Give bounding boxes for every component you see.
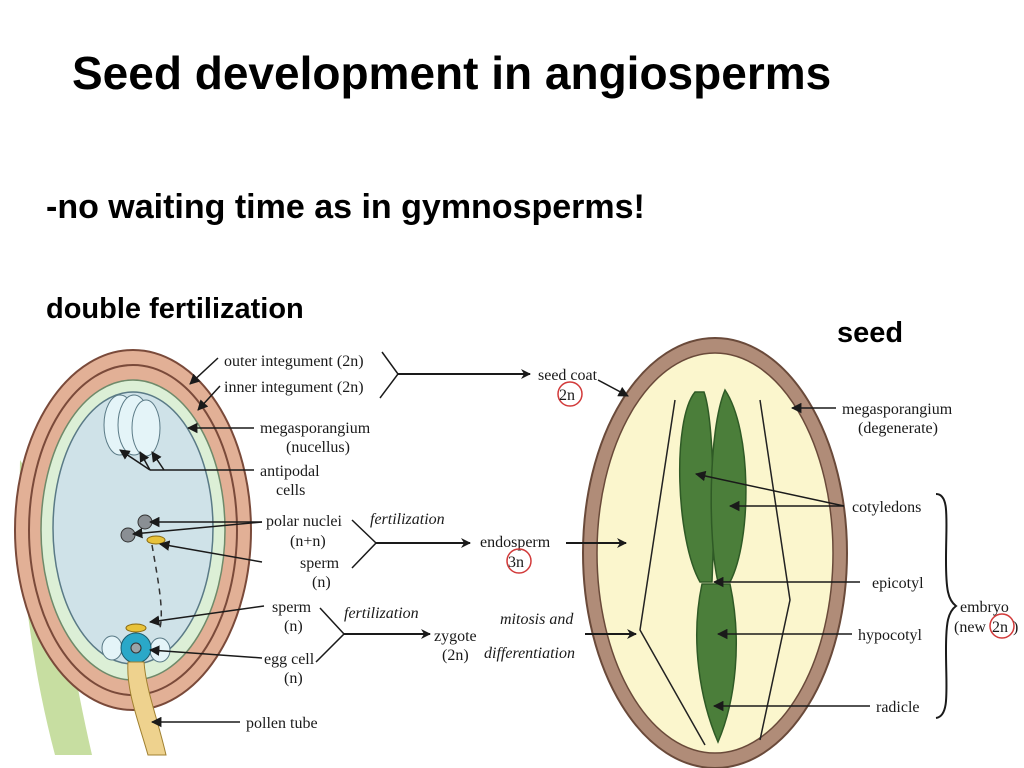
- label-seed-coat: seed coat: [538, 367, 598, 384]
- label-radicle: radicle: [876, 699, 920, 716]
- label-megasporangium: megasporangium: [260, 420, 371, 437]
- ploidy-circle-embryo: [989, 613, 1015, 639]
- label-sperm-b: sperm: [272, 599, 312, 616]
- label-embryo: embryo: [960, 599, 1009, 616]
- label-endosperm-ploidy: 3n: [508, 554, 524, 571]
- cotyledon-left: [678, 391, 715, 583]
- label-sperm-a: sperm: [300, 555, 340, 572]
- label-sperm-a-sub: (n): [312, 574, 331, 591]
- label-pollen-tube: pollen tube: [246, 715, 318, 732]
- label-antipodal: antipodal: [260, 463, 320, 480]
- polar-nucleus: [120, 527, 136, 543]
- label-egg-cell: egg cell: [264, 651, 315, 668]
- sperm-path: [151, 544, 163, 629]
- bracket-sperm-egg: [315, 607, 346, 663]
- seed-label-group: megasporangium (degenerate) cotyledons e…: [694, 401, 1018, 719]
- process-arrows: fertilization fertilization mitosis and …: [315, 351, 637, 664]
- label-differentiation: differentiation: [484, 645, 575, 662]
- ploidy-circle-endosperm: [506, 548, 532, 574]
- slide-title: Seed development in angiosperms: [72, 47, 832, 99]
- label-seed-coat-ploidy: 2n: [559, 387, 575, 404]
- ovule-label-group: outer integument (2n) inner integument (…: [119, 353, 371, 732]
- section-label-double-fertilization: double fertilization: [46, 293, 304, 325]
- label-fertilization-bottom: fertilization: [344, 605, 419, 622]
- pollen-tube-shape: [127, 661, 167, 756]
- label-embryo-close: ): [1013, 619, 1018, 636]
- label-polar-nuclei: polar nuclei: [266, 513, 343, 530]
- polar-nucleus: [137, 514, 153, 530]
- label-outer-integument: outer integument (2n): [224, 353, 364, 370]
- label-egg-cell-sub: (n): [284, 670, 303, 687]
- synergid: [101, 635, 123, 661]
- seed-membrane-line: [759, 399, 791, 741]
- label-cotyledons: cotyledons: [852, 499, 921, 516]
- antipodal-cell: [131, 399, 161, 457]
- ploidy-circle-seed-coat: [557, 381, 583, 407]
- embryo-brace: [935, 493, 958, 719]
- section-label-seed: seed: [837, 317, 904, 349]
- label-megasporangium-degenerate-sub: (degenerate): [858, 420, 938, 437]
- hypocotyl-radicle: [696, 583, 737, 744]
- label-polar-nuclei-sub: (n+n): [290, 533, 326, 550]
- label-antipodal-sub: cells: [276, 482, 305, 499]
- egg-nucleus: [130, 642, 142, 654]
- seed-membrane-line: [639, 399, 706, 746]
- label-fertilization-top: fertilization: [370, 511, 445, 528]
- label-epicotyl: epicotyl: [872, 575, 924, 592]
- label-embryo-new: (new: [954, 619, 986, 636]
- slide-subtitle: -no waiting time as in gymnosperms!: [46, 188, 645, 226]
- label-embryo-ploidy: 2n: [992, 619, 1008, 636]
- label-megasporangium-sub: (nucellus): [286, 439, 350, 456]
- arrow-seed-coat-to-seed: [597, 379, 629, 397]
- label-mitosis: mitosis and: [500, 611, 574, 628]
- label-zygote-ploidy: (2n): [442, 647, 469, 664]
- bracket-integuments: [379, 351, 399, 399]
- label-megasporangium-degenerate: megasporangium: [842, 401, 953, 418]
- ovule-illustration: [14, 349, 252, 756]
- sperm-cell: [125, 623, 147, 633]
- label-zygote: zygote: [434, 628, 477, 645]
- sperm-cell: [146, 535, 166, 545]
- label-sperm-b-sub: (n): [284, 618, 303, 635]
- seed-illustration: [582, 337, 848, 768]
- label-hypocotyl: hypocotyl: [858, 627, 923, 644]
- label-endosperm: endosperm: [480, 534, 551, 551]
- label-inner-integument: inner integument (2n): [224, 379, 364, 396]
